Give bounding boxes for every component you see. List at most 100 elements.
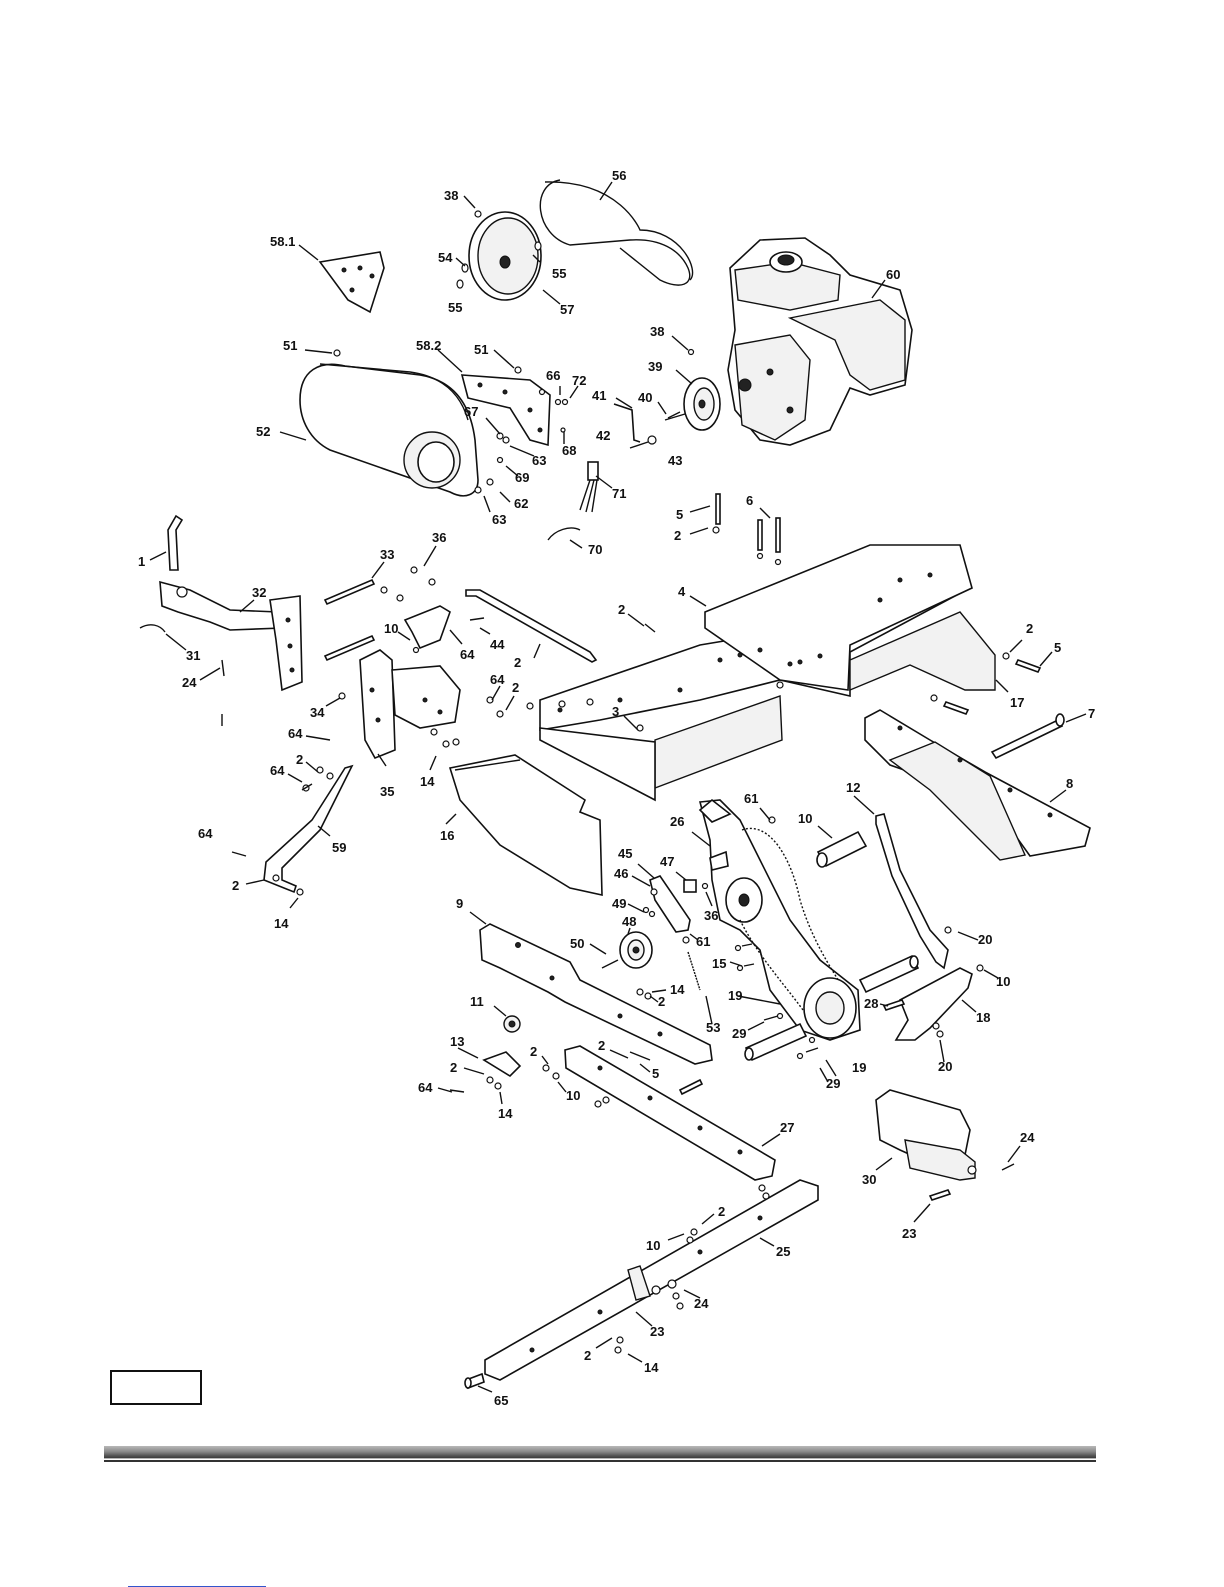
part-label: 10 [646,1238,660,1253]
part-label: 2 [598,1038,605,1053]
part-label: 10 [566,1088,580,1103]
part-label: 5 [676,507,683,522]
part-label: 14 [644,1360,659,1375]
part-label: 56 [612,168,626,183]
part-label: 15 [712,956,726,971]
part-label: 65 [494,1393,508,1408]
part-label: 29 [732,1026,746,1041]
part-label: 70 [588,542,602,557]
part-label: 10 [384,621,398,636]
part-label: 11 [470,994,484,1009]
hitch-assembly-32 [139,514,303,726]
hardware-cluster-63 [474,427,566,494]
part-label: 18 [976,1010,990,1025]
part-label: 58.1 [270,234,295,249]
part-label: 10 [996,974,1010,989]
part-label: 23 [902,1226,916,1241]
part-label: 41 [592,388,606,403]
part-label: 8 [1066,776,1073,791]
part-label: 24 [694,1296,709,1311]
part-label: 30 [862,1172,876,1187]
part-label: 63 [492,512,506,527]
part-label: 49 [612,896,626,911]
part-label: 55 [448,300,462,315]
part-label: 44 [490,637,505,652]
part-label: 2 [718,1204,725,1219]
part-label: 32 [252,585,266,600]
bracket-35 [338,649,461,760]
footer-rule [104,1446,1096,1462]
part-label: 14 [498,1106,513,1121]
part-label: 36 [432,530,446,545]
part-label: 10 [798,811,812,826]
pin-7 [990,713,1065,760]
part-label: 40 [638,390,652,405]
part-label: 26 [670,814,684,829]
rail-8 [864,709,1091,861]
belt-guard-52 [299,349,479,497]
part-label: 62 [514,496,528,511]
part-label: 17 [1010,695,1024,710]
part-label: 38 [650,324,664,339]
part-label: 48 [622,914,636,929]
part-label: 58.2 [416,338,441,353]
part-label: 2 [658,994,665,1009]
part-label: 20 [938,1059,952,1074]
part-label: 14 [274,916,289,931]
part-label: 2 [1026,621,1033,636]
part-label: 69 [515,470,529,485]
part-label: 4 [678,584,686,599]
part-label: 54 [438,250,453,265]
part-label: 51 [474,342,488,357]
part-label: 2 [296,752,303,767]
part-label: 20 [978,932,992,947]
arm-12 [875,813,952,970]
part-label: 45 [618,846,632,861]
shield-16 [448,754,603,896]
part-label: 60 [886,267,900,282]
part-label: 2 [618,602,625,617]
part-label: 51 [283,338,297,353]
part-label: 14 [670,982,685,997]
part-label: 71 [612,486,626,501]
part-label: 43 [668,453,682,468]
bracket-59 [231,764,354,896]
part-label: 64 [490,672,505,687]
leader-lines [149,181,1087,1393]
part-label: 61 [744,791,758,806]
rail-27 [542,1045,776,1181]
part-label: 13 [450,1034,464,1049]
part-label: 47 [660,854,674,869]
part-label: 12 [846,780,860,795]
part-label: 39 [648,359,662,374]
part-labels: 58.1 38 56 54 55 55 57 60 51 58.2 51 66 … [138,168,1095,1408]
tongue-25 [464,1179,819,1390]
part-label: 2 [232,878,239,893]
part-label: 2 [530,1044,537,1059]
idler-assembly-48 [601,875,709,1000]
axle-tube-10 [744,830,920,1062]
part-label: 66 [546,368,560,383]
part-label: 64 [288,726,303,741]
part-label: 38 [444,188,458,203]
part-label: 23 [650,1324,664,1339]
part-label: 33 [380,547,394,562]
part-label: 19 [728,988,742,1003]
part-label: 24 [1020,1130,1035,1145]
part-label: 34 [310,705,325,720]
part-label: 67 [464,404,478,419]
part-label: 64 [418,1080,433,1095]
bracket-10-upper [403,605,451,654]
part-label: 35 [380,784,394,799]
rail-9 [479,923,713,1065]
pulley-57 [456,210,542,301]
part-label: 2 [674,528,681,543]
chaincase-26 [698,798,861,1041]
part-label: 72 [572,373,586,388]
part-label: 1 [138,554,145,569]
engine-60 [727,237,913,446]
cylinder-30 [875,1089,1015,1201]
part-label: 2 [514,655,521,670]
bracket-18 [882,964,984,1041]
